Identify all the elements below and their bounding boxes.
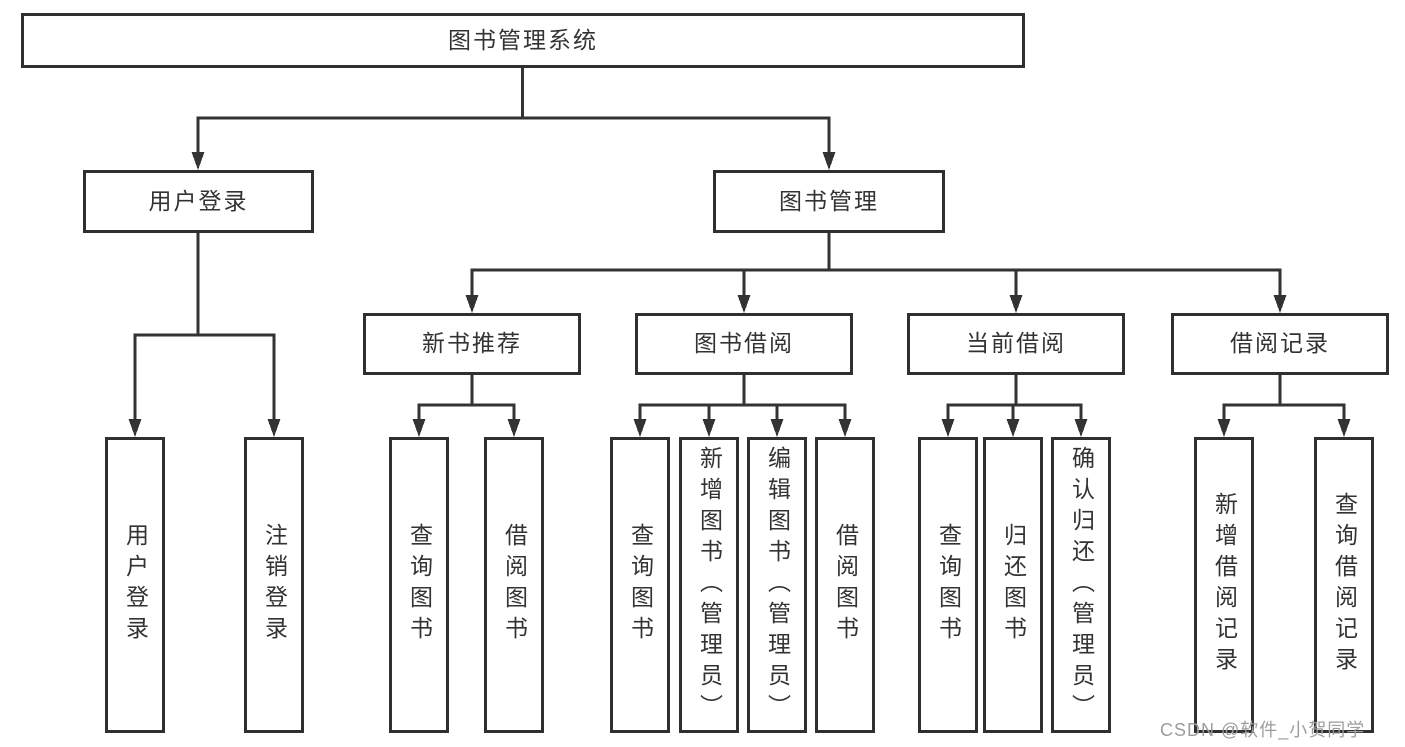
leaf-borrow-books-recommend: 借阅图书 [484,437,544,733]
node-label: 查询图书 [627,523,654,647]
node-label: 归还图书 [1000,523,1027,647]
node-label: 编辑图书（管理员） [764,445,791,725]
connector-borrow-records-branch [1217,375,1351,437]
leaf-user-login: 用户登录 [105,437,165,733]
node-label: 注销登录 [261,523,288,647]
connector-book-management-branch [465,233,1287,313]
leaf-query-books-current: 查询图书 [918,437,978,733]
leaf-borrow-books: 借阅图书 [815,437,875,733]
node-label: 新增借阅记录 [1211,492,1238,678]
node-current-borrow: 当前借阅 [907,313,1125,375]
node-library-management-system: 图书管理系统 [21,13,1025,68]
node-label: 借阅记录 [1230,330,1330,357]
connector-user-login-branch [128,233,281,437]
connector-current-borrow-branch [941,375,1088,437]
node-new-book-recommend: 新书推荐 [363,313,581,375]
connector-book-borrow-branch [633,375,852,437]
node-label: 用户登录 [122,523,149,647]
node-label: 图书借阅 [694,330,794,357]
leaf-add-borrow-record: 新增借阅记录 [1194,437,1254,733]
leaf-query-books-borrow: 查询图书 [610,437,670,733]
node-label: 新增图书（管理员） [696,445,723,725]
leaf-return-books: 归还图书 [983,437,1043,733]
leaf-add-book-admin: 新增图书（管理员） [679,437,739,733]
node-label: 查询图书 [935,523,962,647]
node-label: 借阅图书 [501,523,528,647]
leaf-logout-login: 注销登录 [244,437,304,733]
node-label: 图书管理 [779,187,879,214]
connector-new-book-branch [412,375,521,437]
node-label: 查询借阅记录 [1331,492,1358,678]
node-label: 当前借阅 [966,330,1066,357]
leaf-edit-book-admin: 编辑图书（管理员） [747,437,807,733]
node-label: 查询图书 [406,523,433,647]
leaf-confirm-return-admin: 确认归还（管理员） [1051,437,1111,733]
csdn-watermark: CSDN @软件_小贺同学 [1160,720,1366,740]
node-label: 借阅图书 [832,523,859,647]
node-book-borrow: 图书借阅 [635,313,853,375]
node-book-management: 图书管理 [713,170,945,233]
node-borrow-records: 借阅记录 [1171,313,1389,375]
node-user-login: 用户登录 [83,170,314,233]
node-label: 新书推荐 [422,330,522,357]
connector-root-to-level2 [191,68,836,170]
node-label: 确认归还（管理员） [1068,445,1095,725]
leaf-query-borrow-record: 查询借阅记录 [1314,437,1374,733]
node-label: 图书管理系统 [448,26,598,53]
node-label: 用户登录 [148,187,249,214]
leaf-query-books-recommend: 查询图书 [389,437,449,733]
